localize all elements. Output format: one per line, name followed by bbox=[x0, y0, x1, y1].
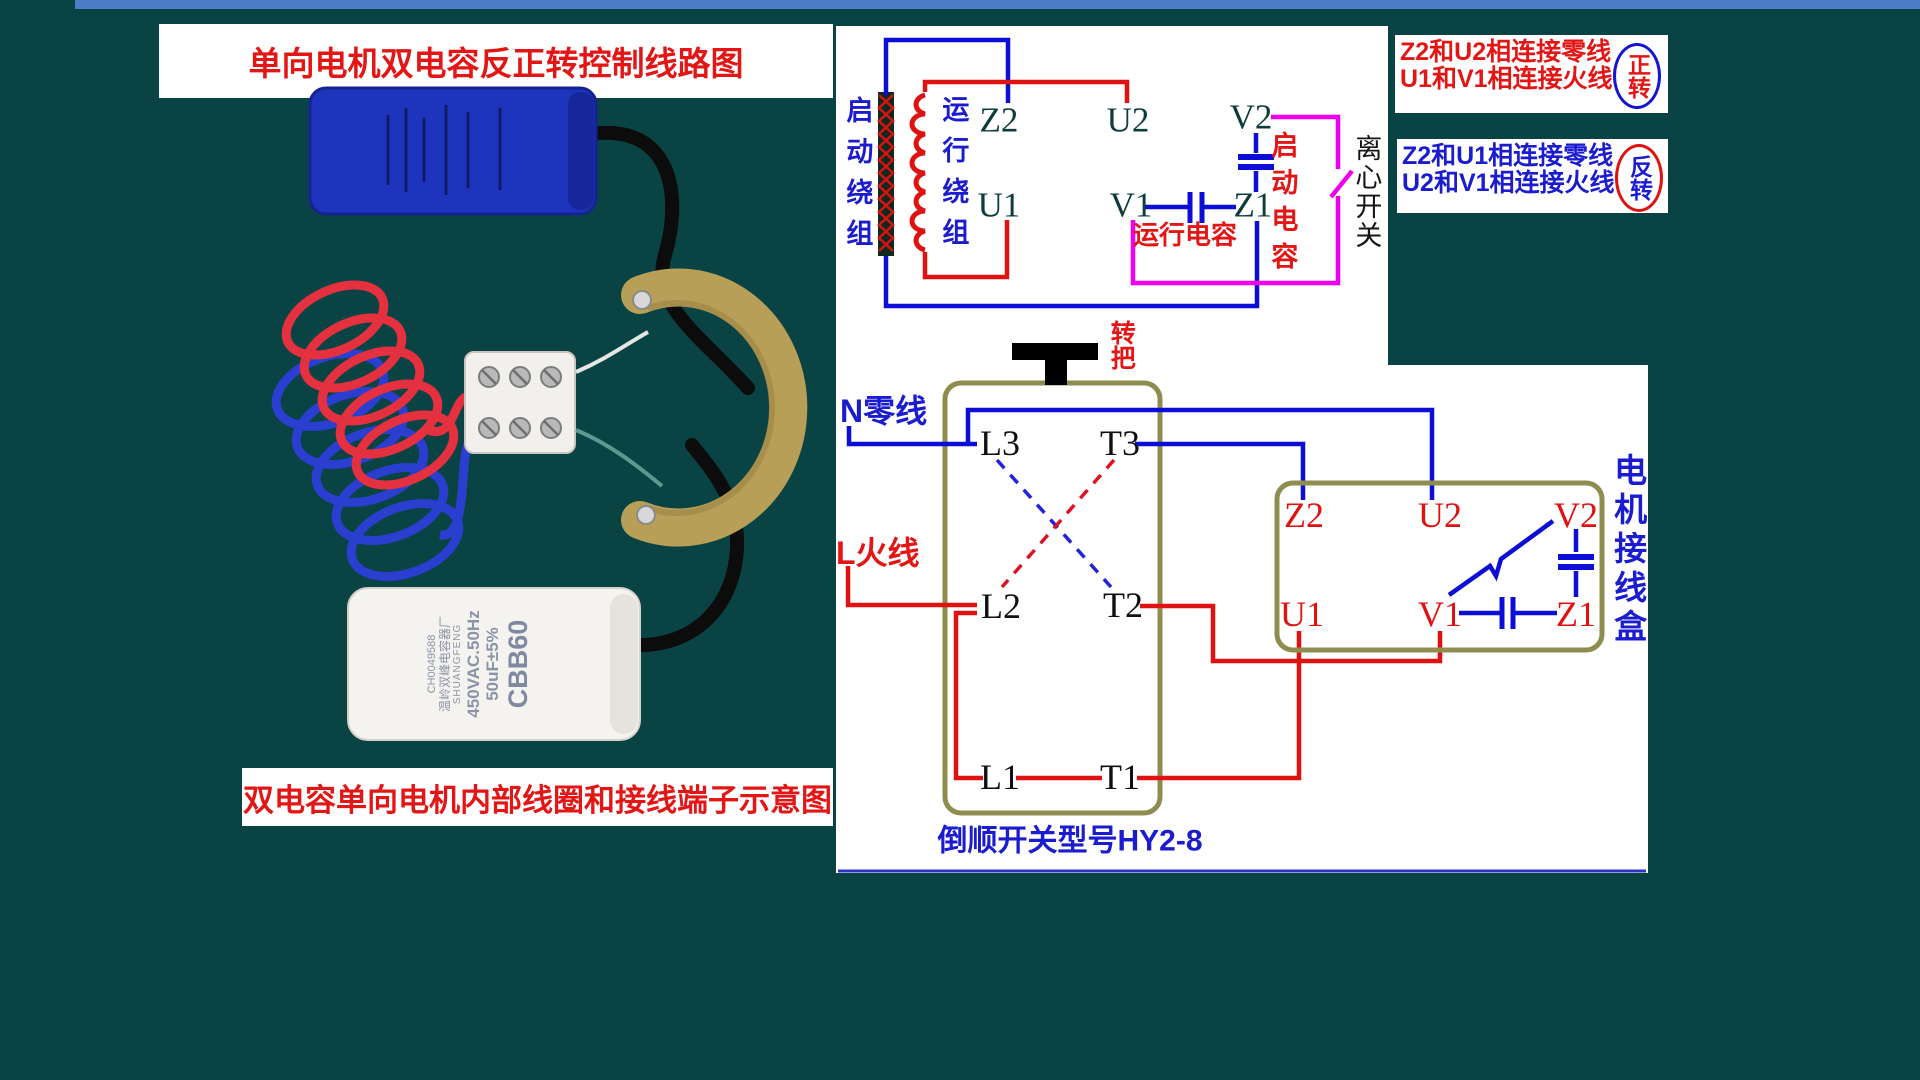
cap-print-voltage: 450VAC.50Hz bbox=[463, 610, 483, 718]
title-banner: 单向电机双电容反正转控制线路图 bbox=[159, 24, 833, 98]
switch-terminal-L2: L2 bbox=[981, 586, 1021, 627]
circuit-terminal-V1: V1 bbox=[1109, 185, 1153, 225]
motor-terminal-U1: U1 bbox=[1280, 594, 1324, 635]
black-cable-bottom bbox=[625, 438, 745, 653]
circuit-terminal-U2: U2 bbox=[1106, 100, 1150, 140]
brass-screw-bottom bbox=[636, 505, 656, 525]
forward-note-line1: Z2和U2相连接零线 bbox=[1400, 38, 1612, 66]
motor-box-title: 电机接线盒 bbox=[1609, 453, 1647, 648]
switch-model-label: 倒顺开关型号HY2-8 bbox=[937, 824, 1203, 858]
start-capacitor-label: 启动电容 bbox=[1267, 131, 1298, 279]
motor-terminal-V2: V2 bbox=[1554, 495, 1598, 536]
title-text: 单向电机双电容反正转控制线路图 bbox=[248, 45, 744, 82]
circuit-terminal-Z2: Z2 bbox=[979, 100, 1019, 140]
reverse-note-line1: Z2和U1相连接零线 bbox=[1402, 142, 1614, 170]
cap-print-serial: CH0049588 bbox=[425, 634, 438, 694]
thin-wire-white bbox=[575, 330, 649, 374]
neutral-label: N零线 bbox=[840, 393, 928, 429]
top-strip bbox=[75, 0, 1920, 9]
handle-label: 转把 bbox=[1107, 320, 1136, 370]
start-winding-label: 启动绕组 bbox=[842, 96, 873, 260]
brass-stator-edge bbox=[647, 300, 775, 516]
forward-badge: 正转 bbox=[1613, 43, 1661, 109]
live-label: L火线 bbox=[836, 535, 920, 571]
switch-terminal-T1: T1 bbox=[1100, 757, 1140, 798]
brass-stator bbox=[621, 268, 808, 547]
white-capacitor-print: CH0049588 温岭双峰电容器厂 SHUANGFENG 450VAC.50H… bbox=[426, 610, 534, 717]
bottom-banner-text: 双电容单向电机内部线圈和接线端子示意图 bbox=[243, 782, 832, 818]
circuit-terminal-V2: V2 bbox=[1229, 97, 1273, 137]
screw-slots bbox=[481, 369, 559, 436]
cap-print-brand: SHUANGFENG bbox=[452, 623, 464, 705]
blue-capacitor-print bbox=[386, 105, 502, 195]
motor-terminal-Z2: Z2 bbox=[1284, 495, 1324, 536]
blue-capacitor-end bbox=[568, 92, 594, 210]
cap-print-capacity: 50uF±5% bbox=[483, 627, 503, 701]
black-cable-top bbox=[578, 126, 755, 395]
bottom-banner: 双电容单向电机内部线圈和接线端子示意图 bbox=[242, 768, 833, 826]
run-winding-label: 运行绕组 bbox=[938, 95, 969, 259]
reverse-badge: 反转 bbox=[1615, 144, 1663, 212]
switch-terminal-T3: T3 bbox=[1100, 423, 1140, 464]
switch-terminal-L3: L3 bbox=[980, 423, 1020, 464]
reverse-note-box: Z2和U1相连接零线 U2和V1相连接火线 反转 bbox=[1397, 139, 1668, 213]
blue-capacitor bbox=[308, 86, 598, 216]
switch-terminal-L1: L1 bbox=[980, 757, 1020, 798]
terminal-block-screws bbox=[478, 366, 562, 439]
white-capacitor-end bbox=[610, 594, 638, 734]
thin-wire-teal bbox=[575, 428, 664, 488]
centrifugal-switch-label: 离心开关 bbox=[1351, 134, 1382, 250]
terminal-block bbox=[464, 351, 576, 454]
forward-note-box: Z2和U2相连接零线 U1和V1相连接火线 正转 bbox=[1395, 35, 1668, 113]
cap-print-model: CBB60 bbox=[502, 619, 533, 709]
cap-print-factory: 温岭双峰电容器厂 bbox=[437, 616, 452, 713]
run-capacitor-label: 运行电容 bbox=[1133, 220, 1238, 250]
brass-screw-top bbox=[632, 290, 652, 310]
circuit-terminal-U1: U1 bbox=[977, 185, 1021, 225]
circuit-terminal-Z1: Z1 bbox=[1233, 185, 1273, 225]
blue-coil bbox=[271, 349, 474, 581]
reverse-note-line2: U2和V1相连接火线 bbox=[1402, 169, 1615, 197]
forward-note-line2: U1和V1相连接火线 bbox=[1400, 65, 1613, 93]
motor-terminal-Z1: Z1 bbox=[1556, 594, 1596, 635]
motor-terminal-U2: U2 bbox=[1418, 495, 1462, 536]
red-coil bbox=[281, 280, 471, 490]
switch-terminal-T2: T2 bbox=[1103, 585, 1143, 626]
motor-terminal-V1: V1 bbox=[1418, 594, 1462, 635]
